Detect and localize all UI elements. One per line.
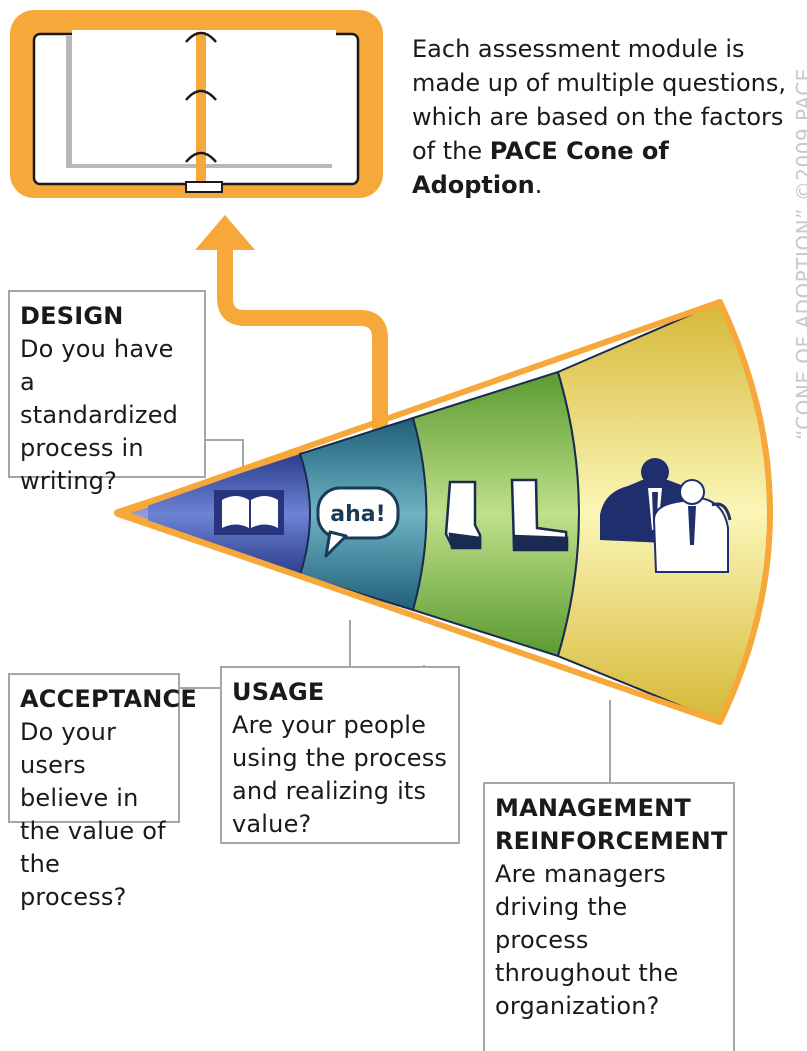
book-icon xyxy=(214,490,284,535)
usage-title: USAGE xyxy=(232,678,325,706)
binder-icon xyxy=(10,10,383,198)
acceptance-title: ACCEPTANCE xyxy=(20,685,197,713)
management-title: MANAGEMENT REINFORCEMENT xyxy=(495,794,728,855)
design-title: DESIGN xyxy=(20,302,124,330)
usage-text: Are your people using the process and re… xyxy=(232,711,448,838)
speech-bubble-icon: aha! xyxy=(316,486,400,558)
design-text: Do you have a standardized process in wr… xyxy=(20,335,179,495)
acceptance-box: ACCEPTANCE Do your users believe in the … xyxy=(8,673,197,911)
management-box: MANAGEMENT REINFORCEMENT Are managers dr… xyxy=(483,782,735,1051)
acceptance-text: Do your users believe in the value of th… xyxy=(20,718,166,911)
intro-emphasis: PACE Cone of Adoption xyxy=(412,137,669,199)
copyright-text: “CONE OF ADOPTION” ©2009 PACE xyxy=(792,68,807,440)
intro-text: Each assessment module is made up of mul… xyxy=(412,35,787,199)
arrow-path xyxy=(217,246,388,455)
aha-label: aha! xyxy=(330,502,385,527)
management-text: Are managers driving the process through… xyxy=(495,860,679,1020)
design-box: DESIGN Do you have a standardized proces… xyxy=(8,290,206,495)
usage-box: USAGE Are your people using the process … xyxy=(220,666,460,844)
walking-feet-icon xyxy=(444,478,569,552)
arrow-head xyxy=(195,215,255,250)
managers-icon xyxy=(600,458,732,573)
